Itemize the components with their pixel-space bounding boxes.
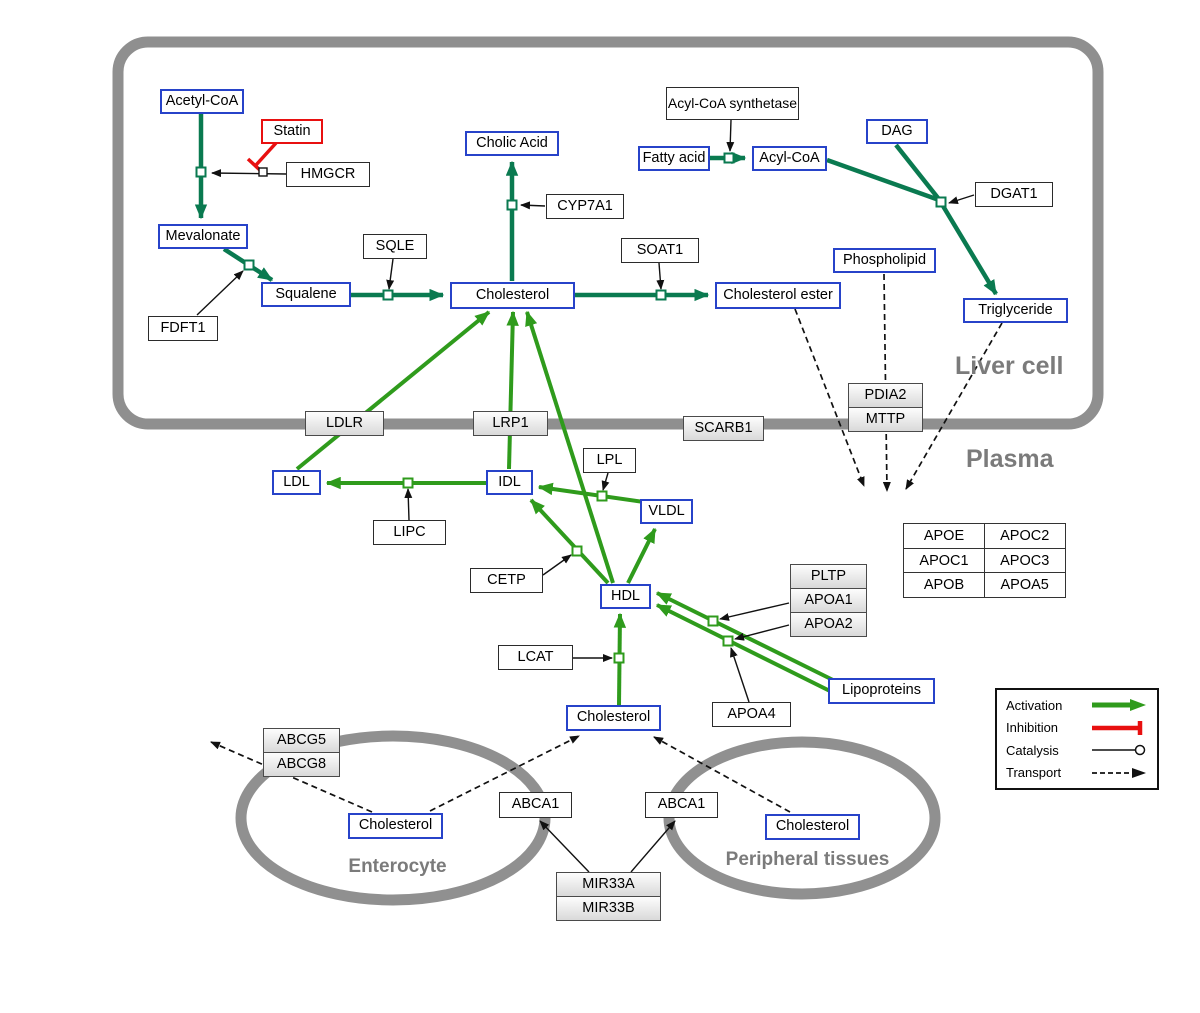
node-statin[interactable]: Statin — [261, 119, 323, 144]
legend-row-activation: Activation — [1006, 697, 1148, 713]
node-dgat1[interactable]: DGAT1 — [975, 182, 1053, 207]
legend-inhibition-label: Inhibition — [1006, 720, 1059, 736]
node-ldl[interactable]: LDL — [272, 470, 321, 495]
apo-table-row: APOE APOC2 — [903, 523, 1066, 549]
node-mttp[interactable]: MTTP — [848, 407, 923, 432]
node-soat1[interactable]: SOAT1 — [621, 238, 699, 263]
node-apoa4[interactable]: APOA4 — [712, 702, 791, 727]
node-scarb1[interactable]: SCARB1 — [683, 416, 764, 441]
enterocyte-membrane — [235, 730, 551, 906]
reaction-nodes — [195, 152, 947, 664]
node-hmgcr[interactable]: HMGCR — [286, 162, 370, 187]
node-fdft1[interactable]: FDFT1 — [148, 316, 218, 341]
node-abca1-right[interactable]: ABCA1 — [645, 792, 718, 818]
node-cholesterol-peripheral[interactable]: Cholesterol — [765, 814, 860, 840]
liver-activation-edges — [194, 114, 998, 302]
node-lipc[interactable]: LIPC — [373, 520, 446, 545]
node-idl[interactable]: IDL — [486, 470, 533, 495]
node-cholic-acid[interactable]: Cholic Acid — [465, 131, 559, 156]
enterocyte-label: Enterocyte — [348, 856, 447, 877]
node-hdl[interactable]: HDL — [600, 584, 651, 609]
catalysis-junction-square — [258, 167, 268, 177]
apo-cell-apoa5[interactable]: APOA5 — [983, 572, 1066, 599]
node-cholesterol-ester[interactable]: Cholesterol ester — [715, 282, 841, 309]
node-cholesterol-liver[interactable]: Cholesterol — [450, 282, 575, 309]
node-abcg8[interactable]: ABCG8 — [263, 752, 340, 777]
legend-activation-label: Activation — [1006, 697, 1063, 713]
legend-row-inhibition: Inhibition — [1006, 720, 1148, 736]
catalysis-circle-icon — [1092, 745, 1146, 756]
node-dag[interactable]: DAG — [866, 119, 928, 144]
node-triglyceride[interactable]: Triglyceride — [963, 298, 1068, 323]
node-mir33b[interactable]: MIR33B — [556, 896, 661, 921]
apo-cell-apob[interactable]: APOB — [903, 572, 985, 599]
node-acyl-coa-synthetase[interactable]: Acyl-CoA synthetase — [666, 87, 799, 120]
node-vldl[interactable]: VLDL — [640, 499, 693, 524]
node-mir33a[interactable]: MIR33A — [556, 872, 661, 897]
apo-cell-apoc1[interactable]: APOC1 — [903, 547, 985, 574]
legend: Activation Inhibition Catalysis Transpor… — [995, 688, 1159, 790]
inhibition-tbar-icon — [1092, 720, 1143, 735]
activation-arrow-icon — [1092, 699, 1146, 711]
node-phospholipid[interactable]: Phospholipid — [833, 248, 936, 273]
node-lrp1[interactable]: LRP1 — [473, 411, 548, 436]
transport-edges — [210, 273, 1003, 813]
node-abcg5[interactable]: ABCG5 — [263, 728, 340, 753]
node-squalene[interactable]: Squalene — [261, 282, 351, 307]
node-pltp[interactable]: PLTP — [790, 564, 867, 589]
legend-transport-label: Transport — [1006, 765, 1062, 781]
apo-cell-apoc3[interactable]: APOC3 — [983, 547, 1066, 574]
legend-row-transport: Transport — [1006, 765, 1148, 781]
liver-cell-membrane — [112, 36, 1104, 430]
node-cetp[interactable]: CETP — [470, 568, 543, 593]
peripheral-tissues-label: Peripheral tissues — [725, 849, 890, 870]
node-mevalonate[interactable]: Mevalonate — [158, 224, 248, 249]
node-abca1-left[interactable]: ABCA1 — [499, 792, 572, 818]
apo-table-row: APOB APOA5 — [903, 572, 1066, 599]
node-lcat[interactable]: LCAT — [498, 645, 573, 670]
apolipoprotein-table: APOE APOC2 APOC1 APOC3 APOB APOA5 — [903, 523, 1066, 599]
node-apoa1[interactable]: APOA1 — [790, 588, 867, 613]
liver-cell-label: Liver cell — [955, 352, 1064, 380]
node-fatty-acid[interactable]: Fatty acid — [638, 146, 710, 171]
plasma-label: Plasma — [966, 445, 1054, 473]
node-lpl[interactable]: LPL — [583, 448, 636, 473]
apo-cell-apoe[interactable]: APOE — [903, 523, 985, 549]
apo-table-row: APOC1 APOC3 — [903, 547, 1066, 574]
node-acyl-coa[interactable]: Acyl-CoA — [752, 146, 827, 171]
node-lipoproteins[interactable]: Lipoproteins — [828, 678, 935, 704]
node-cholesterol-plasma[interactable]: Cholesterol — [566, 705, 661, 731]
legend-catalysis-label: Catalysis — [1006, 742, 1059, 758]
node-cholesterol-enterocyte[interactable]: Cholesterol — [348, 813, 443, 839]
legend-row-catalysis: Catalysis — [1006, 742, 1148, 758]
catalysis-edges — [196, 119, 975, 873]
node-cyp7a1[interactable]: CYP7A1 — [546, 194, 624, 219]
apo-cell-apoc2[interactable]: APOC2 — [983, 523, 1066, 549]
node-sqle[interactable]: SQLE — [363, 234, 427, 259]
node-pdia2[interactable]: PDIA2 — [848, 383, 923, 408]
node-acetyl-coa[interactable]: Acetyl-CoA — [160, 89, 244, 114]
peripheral-tissues-membrane — [663, 736, 941, 900]
transport-dashed-arrow-icon — [1092, 767, 1146, 778]
node-apoa2[interactable]: APOA2 — [790, 612, 867, 637]
node-ldlr[interactable]: LDLR — [305, 411, 384, 436]
